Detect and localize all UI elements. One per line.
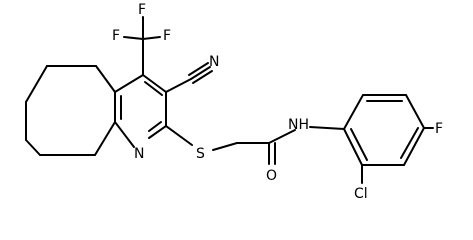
atom-nitrogen-pyridine: N [134, 146, 144, 162]
atom-nitrogen-nitrile: N [209, 54, 219, 70]
atom-chlorine: Cl [354, 186, 368, 202]
atom-fluorine-left: F [112, 28, 120, 44]
atom-amide-nh: NH [288, 117, 309, 133]
atom-fluorine-phenyl: F [435, 121, 443, 137]
atom-labels: F F F N N S O NH Cl F [112, 2, 443, 202]
atom-fluorine-right: F [163, 28, 171, 44]
molecule-structure: F F F N N S O NH Cl F [25, 2, 443, 202]
atom-oxygen: O [266, 168, 277, 184]
bond-lines [25, 16, 434, 184]
atom-sulfur: S [196, 146, 205, 162]
atom-fluorine-top: F [138, 2, 146, 18]
